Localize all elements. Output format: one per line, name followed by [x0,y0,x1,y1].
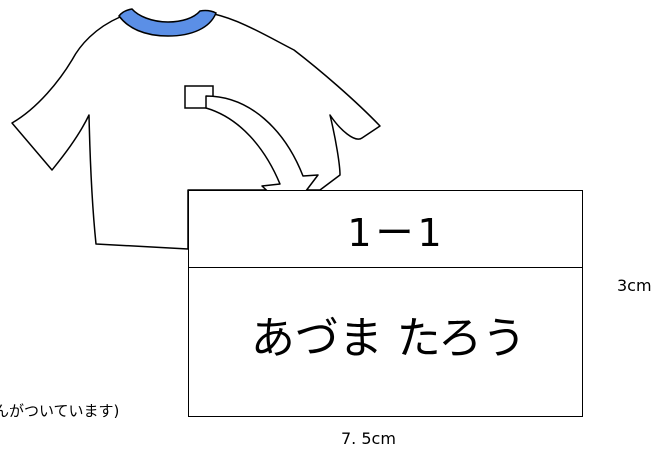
name-tag-name-row: あづま たろう [189,268,582,416]
name-tag-name-label: あづま たろう [250,313,527,364]
tshirt-collar [118,8,217,37]
name-tag-class-label: 1ー1 [347,210,446,255]
note-text: んがついています) [0,402,120,420]
height-dimension-label: 3cm [617,276,652,295]
width-dimension-label: 7. 5cm [341,429,396,448]
name-tag-class-row: 1ー1 [189,191,582,268]
enlarged-name-tag: 1ー1 あづま たろう [188,190,583,417]
tshirt-outline [11,13,381,250]
